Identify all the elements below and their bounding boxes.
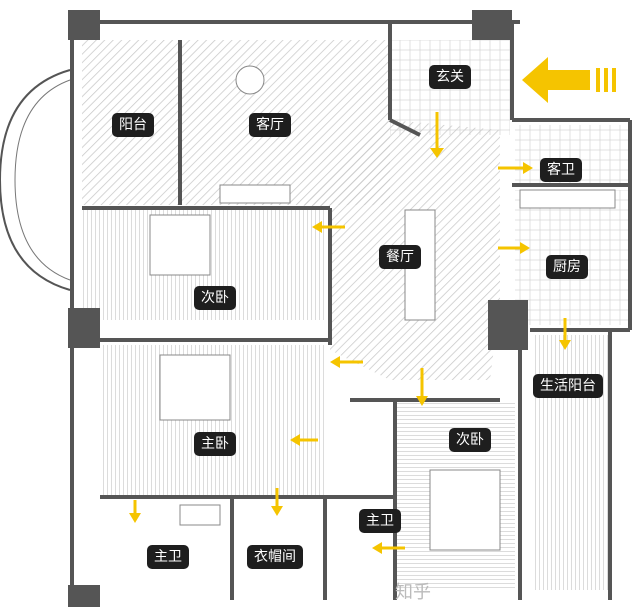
room-label-second-bedroom-1: 次卧	[194, 286, 236, 310]
bay-window	[0, 69, 71, 291]
room-label-living-room: 客厅	[249, 113, 291, 137]
watermark: 知乎	[395, 582, 431, 603]
furniture	[149, 65, 616, 551]
columns	[68, 10, 528, 607]
room-label-balcony: 阳台	[112, 113, 154, 137]
room-label-master-bedroom: 主卧	[194, 432, 236, 456]
room-label-utility-balcony: 生活阳台	[533, 374, 603, 398]
room-label-kitchen: 厨房	[546, 255, 588, 279]
room-label-second-bedroom-2: 次卧	[449, 428, 491, 452]
room-label-dining-room: 餐厅	[379, 245, 421, 269]
circulation-arrows	[129, 57, 616, 554]
room-label-master-bathroom-1: 主卫	[147, 545, 189, 569]
room-label-walk-in-closet: 衣帽间	[247, 545, 303, 569]
room-label-entrance: 玄关	[429, 65, 471, 89]
room-label-guest-bathroom: 客卫	[540, 158, 582, 182]
entry-arrow-icon	[522, 57, 590, 103]
room-label-master-bathroom-2: 主卫	[359, 509, 401, 533]
